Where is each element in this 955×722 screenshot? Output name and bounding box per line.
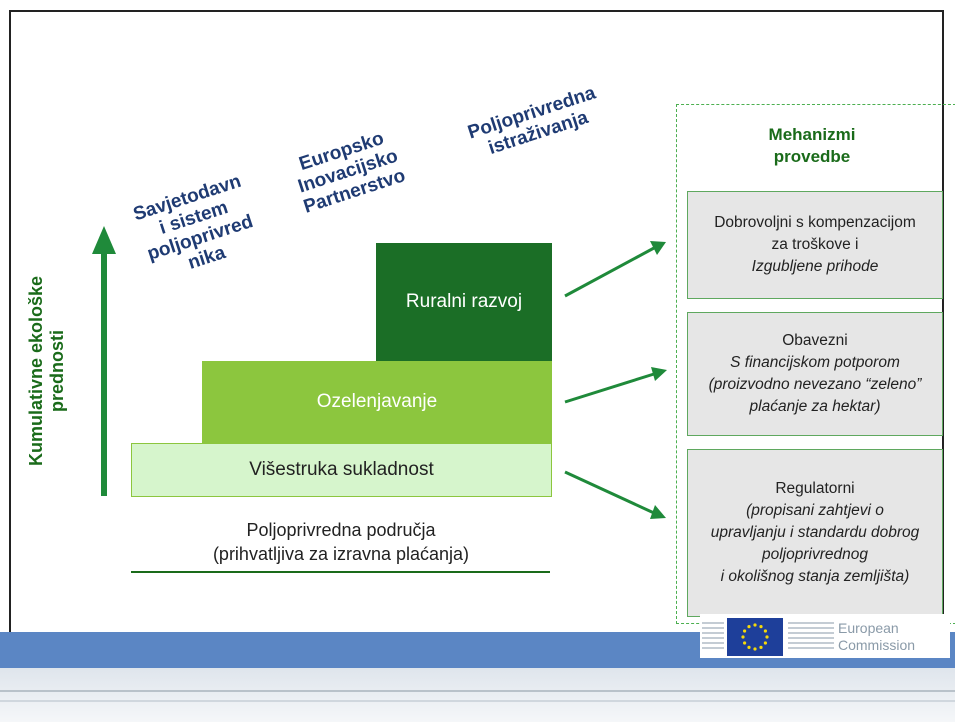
eu-logo-text: European Commission — [838, 620, 915, 654]
footer-band-light — [0, 668, 955, 722]
box-line: plaćanje za hektar) — [749, 398, 881, 415]
title-line: Mehanizmi — [768, 125, 856, 144]
eu-logo-stripes — [702, 622, 724, 652]
logo-text-line: European — [838, 620, 899, 636]
box-line: (propisani zahtjevi o — [746, 502, 884, 519]
mechanism-regulatory: Regulatorni (propisani zahtjevi o upravl… — [687, 449, 943, 617]
arrow-to-voluntary-icon — [564, 241, 666, 298]
eu-flag-icon — [727, 618, 783, 656]
step-rural-development: Ruralni razvoj — [376, 243, 552, 361]
base-line-2: (prihvatljiva za izravna plaćanja) — [212, 544, 470, 564]
logo-text-line: Commission — [838, 637, 916, 653]
step-greening: Ozelenjavanje — [202, 361, 552, 443]
title-line: provedbe — [773, 147, 851, 166]
mechanisms-title: Mehanizmi provedbe — [676, 124, 948, 168]
box-line: poljoprivrednog — [762, 546, 868, 563]
footer-stripe — [0, 690, 955, 692]
box-line: Obavezni — [782, 332, 848, 349]
step-cross-compliance: Višestruka sukladnost — [131, 443, 552, 497]
arrow-to-mandatory-icon — [564, 367, 667, 404]
base-line-1: Poljoprivredna područja — [246, 520, 436, 540]
footer-stripe — [0, 700, 955, 702]
box-line: za troškove i — [771, 236, 859, 253]
box-line: Regulatorni — [775, 480, 855, 497]
step-label: Ozelenjavanje — [316, 391, 438, 412]
box-line: Dobrovoljni s kompenzacijom — [714, 214, 916, 231]
step-label: Višestruka sukladnost — [249, 459, 434, 480]
box-line: Izgubljene prihode — [751, 258, 879, 275]
up-arrow-icon — [92, 226, 116, 496]
box-line: (proizvodno nevezano “zeleno” — [708, 376, 922, 393]
box-line: i okolišnog stanja zemljišta) — [720, 568, 910, 585]
mechanism-mandatory: Obavezni S financijskom potporom (proizv… — [687, 312, 943, 436]
box-line: upravljanju i standardu dobrog — [710, 524, 920, 541]
eu-stars-icon — [741, 623, 769, 651]
mechanism-voluntary: Dobrovoljni s kompenzacijom za troškove … — [687, 191, 943, 299]
arrow-to-regulatory-icon — [564, 470, 666, 519]
box-line: S financijskom potporom — [730, 354, 900, 371]
base-text: Poljoprivredna područja (prihvatljiva za… — [131, 518, 551, 566]
eu-logo-stripes — [788, 622, 834, 652]
step-label: Ruralni razvoj — [405, 291, 523, 312]
